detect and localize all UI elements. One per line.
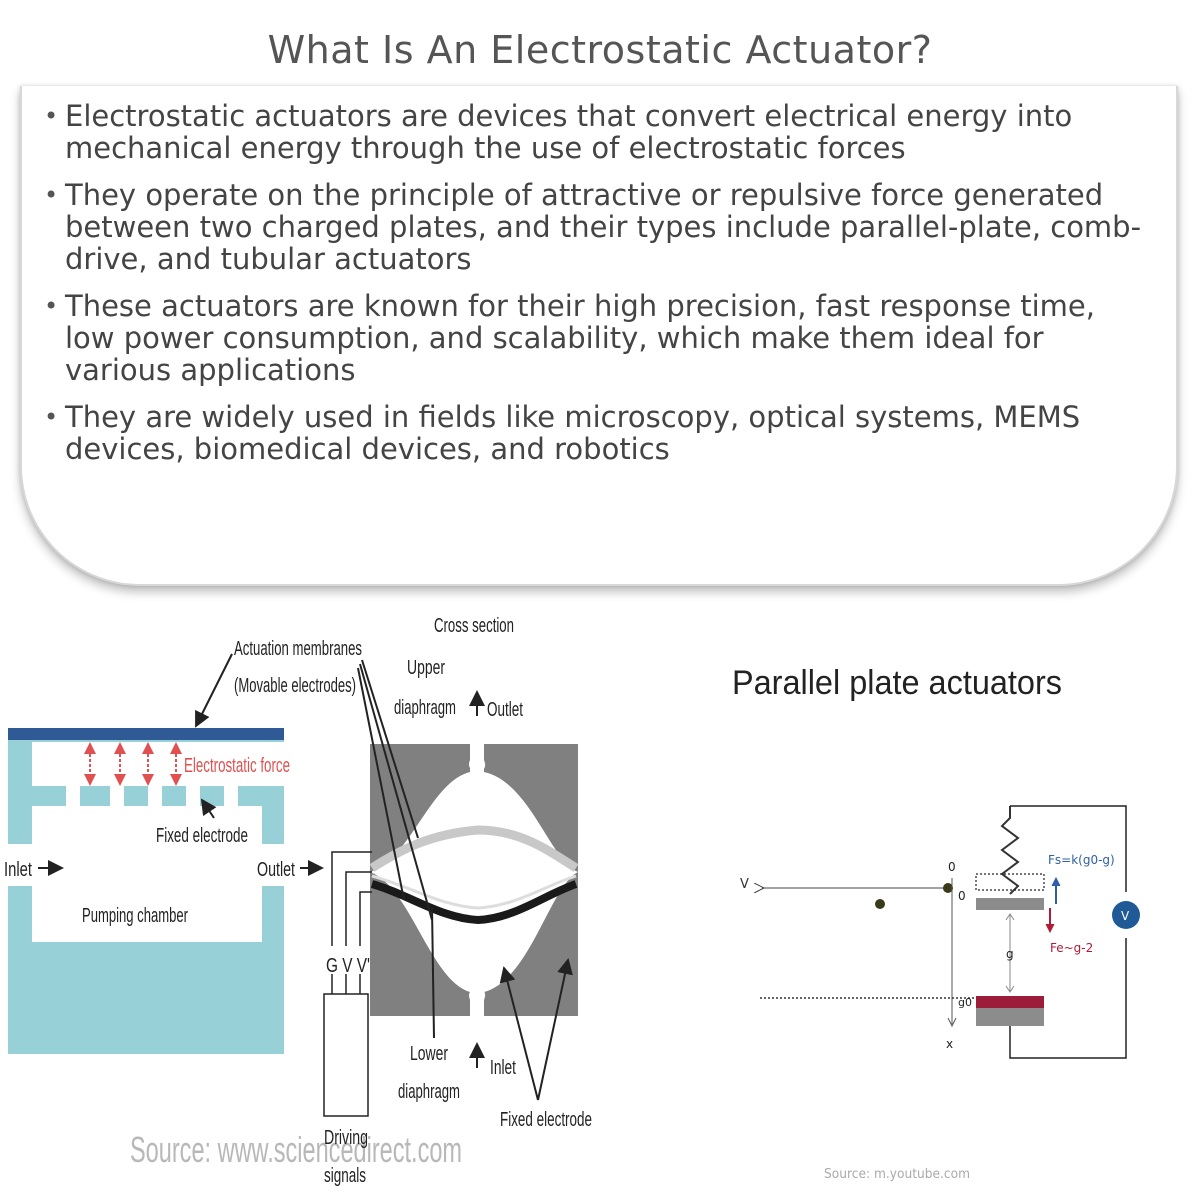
movable-plate xyxy=(976,898,1044,910)
actuation-membrane xyxy=(8,728,284,740)
bullet-item: They operate on the principle of attract… xyxy=(44,179,1144,275)
spring-force-label: Fs=k(g0-g) xyxy=(1048,853,1115,867)
pump-cavity xyxy=(370,772,578,992)
voltage-source xyxy=(1112,901,1140,929)
lower-diaphragm-label-1: Lower xyxy=(410,1043,448,1065)
bullet-list: Electrostatic actuators are devices that… xyxy=(44,100,1144,480)
pumping-chamber-label: Pumping chamber xyxy=(82,905,188,927)
upper-diaphragm xyxy=(369,825,579,872)
bullet-item: Electrostatic actuators are devices that… xyxy=(44,100,1144,164)
top-gap xyxy=(32,742,284,786)
driving-signal-box xyxy=(323,993,369,1117)
pumping-chamber-cavity xyxy=(32,806,262,942)
movable-electrodes-label: (Movable electrodes) xyxy=(234,675,356,697)
zero-top-label: 0 xyxy=(948,860,956,874)
upper-diaphragm-label-1: Upper xyxy=(407,657,445,679)
figure-area: Actuation membranes (Movable electrodes)… xyxy=(4,615,1140,1187)
micropump-diagram: Actuation membranes (Movable electrodes)… xyxy=(4,615,592,1187)
outlet-channel xyxy=(262,844,284,886)
voltage-source-label: V xyxy=(1121,909,1130,923)
fixed-electrode-label-top: Fixed electrode xyxy=(156,825,248,847)
outlet-label-mid: Outlet xyxy=(257,859,295,881)
spring xyxy=(1000,806,1020,895)
actuation-membranes-label: Actuation membranes xyxy=(234,638,362,660)
electrostatic-force-label: Electrostatic force xyxy=(184,755,290,777)
cross-section-label: Cross section xyxy=(434,615,514,637)
g0-label: g0 xyxy=(958,996,972,1009)
gvv-label: G V V' xyxy=(326,955,370,977)
page-title: What Is An Electrostatic Actuator? xyxy=(267,28,933,72)
parallel-plate-diagram: Parallel plate actuators V 0 0 x g0 g xyxy=(732,664,1140,1182)
bullet-item: These actuators are known for their high… xyxy=(44,290,1144,386)
left-source-caption: Source: www.sciencedirect.com xyxy=(130,1129,462,1170)
x-axis-label: x xyxy=(946,1037,953,1051)
upper-diaphragm-label-2: diaphragm xyxy=(394,697,456,719)
rest-position-plate xyxy=(975,873,1045,891)
lower-diaphragm-label-2: diaphragm xyxy=(398,1081,460,1103)
inlet-label-left: Inlet xyxy=(4,859,32,881)
driving-signals-label-2: signals xyxy=(324,1165,366,1187)
inlet-channel xyxy=(8,844,32,886)
right-source-caption: Source: m.youtube.com xyxy=(824,1167,970,1182)
fixed-plate-bottom xyxy=(976,1008,1044,1026)
parallel-plate-title: Parallel plate actuators xyxy=(732,664,1062,702)
inlet-label-bottom: Inlet xyxy=(490,1057,516,1079)
v-axis-label: V xyxy=(740,877,749,892)
bullet-item: They are widely used in fields like micr… xyxy=(44,401,1144,465)
zero-mid-label: 0 xyxy=(958,889,966,903)
electrostatic-force-equation: Fe~g-2 xyxy=(1050,941,1093,955)
fixed-plate-top xyxy=(976,996,1044,1008)
fixed-electrode-label-bottom: Fixed electrode xyxy=(500,1109,592,1131)
circuit-wire xyxy=(1010,805,1127,892)
driving-signals-label-1: Driving xyxy=(324,1127,368,1149)
outlet-label-top: Outlet xyxy=(487,699,523,721)
lower-diaphragm xyxy=(370,880,578,925)
gap-g-label: g xyxy=(1006,947,1014,961)
